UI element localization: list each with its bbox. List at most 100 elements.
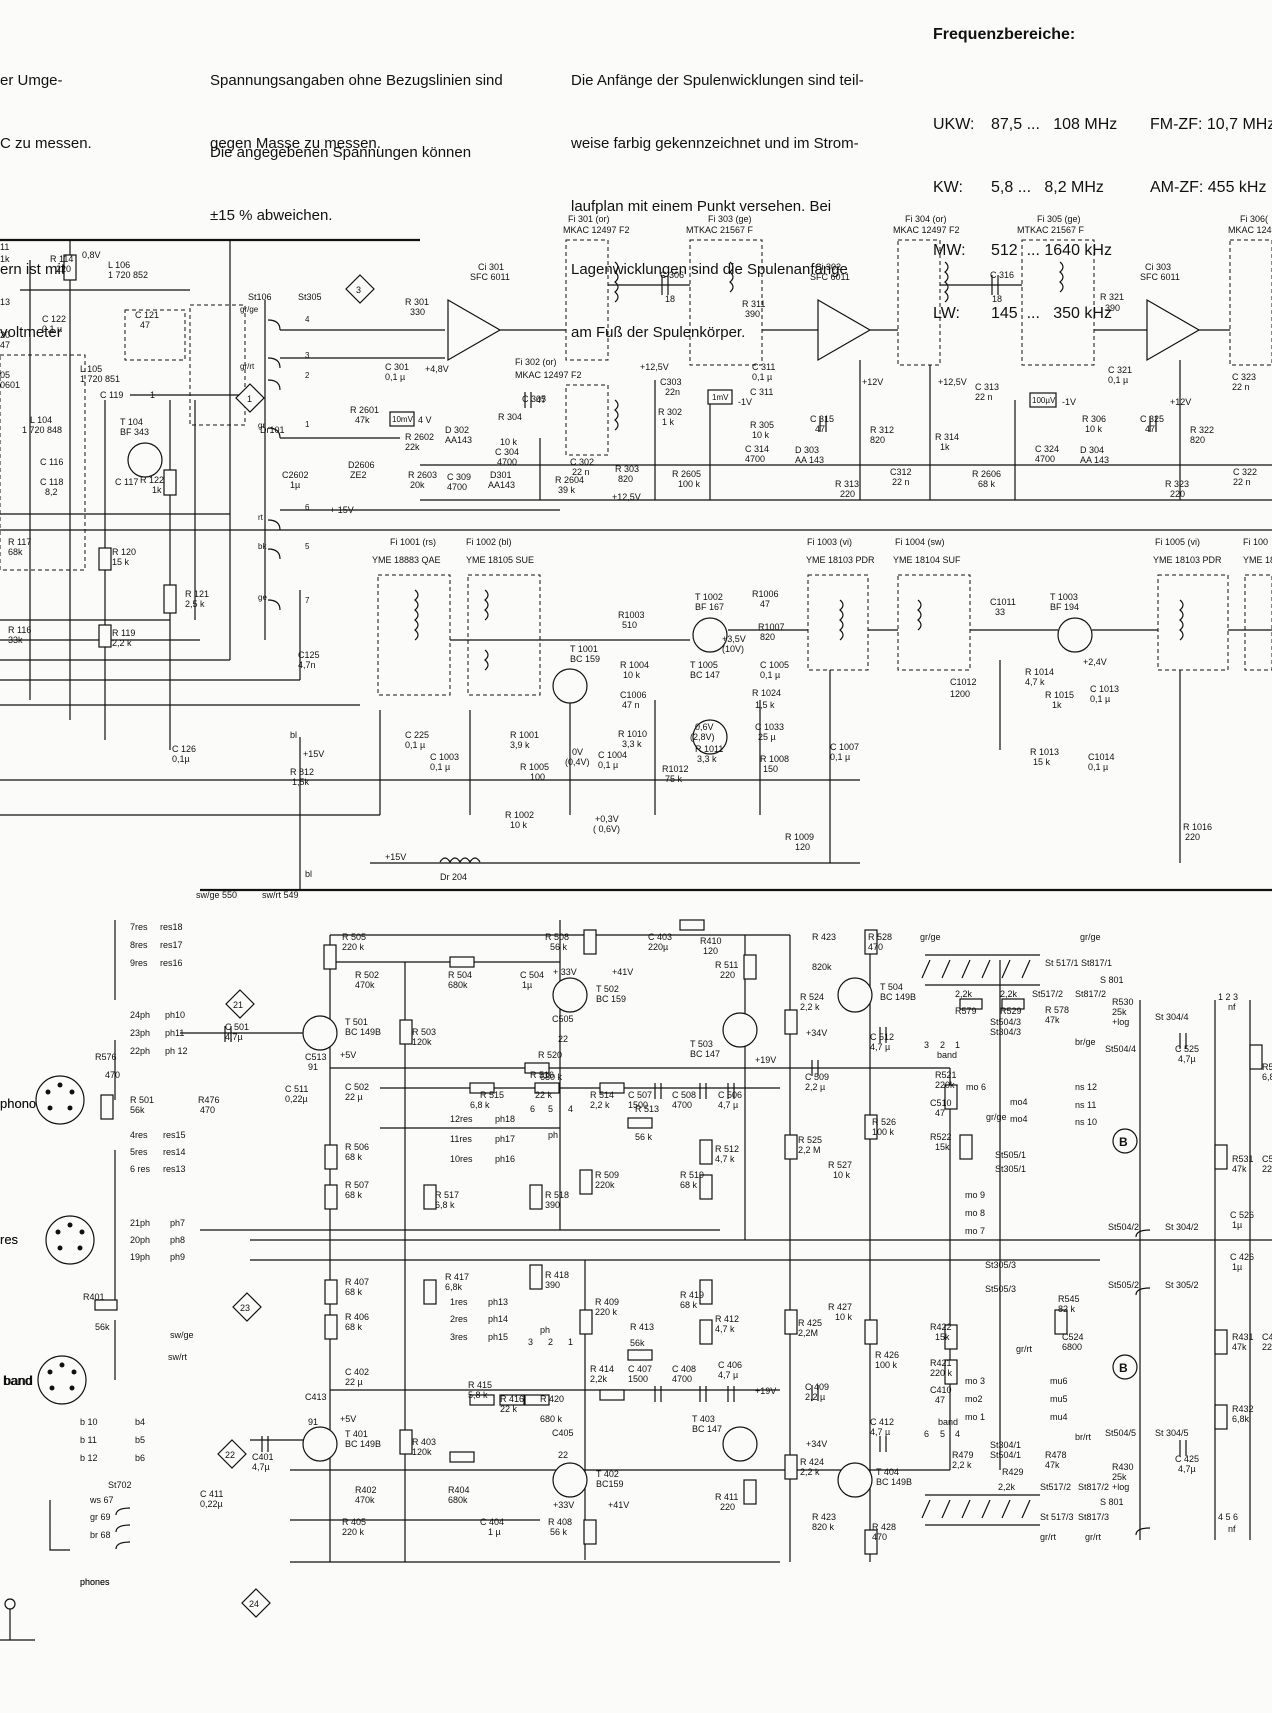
svg-text:BF 343: BF 343 (120, 427, 149, 437)
transistor-t504: T 504 BC 149B (837, 977, 916, 1013)
svg-text:91: 91 (308, 1417, 318, 1427)
svg-text:St 304/4: St 304/4 (1155, 1012, 1189, 1022)
svg-text:05: 05 (0, 370, 10, 380)
frequency-row: LW:145 ... 350 kHz (933, 303, 1117, 324)
svg-text:b5: b5 (135, 1435, 145, 1445)
svg-text:82 k: 82 k (1058, 1304, 1076, 1314)
svg-text:68 k: 68 k (345, 1322, 363, 1332)
filter-fi301: Fi 301 (or) MKAC 12497 F2 (563, 214, 630, 361)
svg-text:1,5k: 1,5k (292, 777, 310, 787)
svg-text:2,2k: 2,2k (955, 989, 973, 999)
coil (839, 599, 844, 641)
meter-100uv (1029, 392, 1057, 408)
svg-text:mo 8: mo 8 (965, 1208, 985, 1218)
marker-label: 3 (356, 285, 361, 295)
tuning-cap-outline (189, 304, 246, 426)
svg-text:R 403: R 403 (412, 1437, 436, 1447)
svg-text:220: 220 (1185, 832, 1200, 842)
svg-text:22k: 22k (405, 442, 420, 452)
svg-text:C1011: C1011 (990, 597, 1016, 607)
svg-text:R 418: R 418 (545, 1270, 569, 1280)
filter-fi305: Fi 305 (ge) MTKAC 21567 F (1017, 214, 1095, 366)
svg-text:St304/3: St304/3 (990, 1027, 1021, 1037)
svg-text:ph: ph (548, 1130, 558, 1140)
svg-text:220 k: 220 k (342, 942, 365, 952)
svg-text:mo 7: mo 7 (965, 1226, 985, 1236)
resistor-r409 (579, 1309, 593, 1335)
transistor-t1003: T 1003 BF 194 (1050, 592, 1093, 653)
svg-text:mo4: mo4 (1010, 1114, 1028, 1124)
svg-text:St504/1: St504/1 (990, 1450, 1021, 1460)
transistor-ref: T 502 (596, 984, 619, 994)
svg-text:R 505: R 505 (342, 932, 366, 942)
resistor-r404 (449, 1451, 475, 1463)
svg-text:R 1013: R 1013 (1030, 747, 1059, 757)
svg-text:AA 143: AA 143 (795, 455, 824, 465)
svg-text:R1012: R1012 (662, 764, 689, 774)
resistor-r406 (324, 1314, 338, 1340)
jack-label: res (0, 1232, 19, 1247)
svg-text:+33V: +33V (553, 1500, 574, 1510)
svg-text:2,2 k: 2,2 k (800, 1002, 820, 1012)
svg-text:band: band (938, 1417, 958, 1427)
svg-text:R 519: R 519 (680, 1170, 704, 1180)
svg-text:2,2 M: 2,2 M (798, 1145, 821, 1155)
ic-ci302: Ci 302 SFC 6011 (810, 262, 872, 362)
svg-text:3: 3 (924, 1040, 929, 1050)
fm-if-value: FM-ZF: 10,7 MHz (1150, 116, 1272, 133)
svg-text:47: 47 (536, 395, 546, 405)
marker-24: 24 (241, 1588, 271, 1618)
transistor-type: BC 147 (690, 1049, 720, 1059)
svg-text:band: band (937, 1050, 957, 1060)
note-line: C zu messen. (0, 135, 92, 152)
svg-text:2,2 µ: 2,2 µ (805, 1082, 825, 1092)
coil (484, 589, 489, 621)
svg-text:gr 69: gr 69 (90, 1512, 111, 1522)
transistor-ref: T 1005 (690, 660, 718, 670)
svg-text:5: 5 (305, 542, 310, 551)
svg-text:+41V: +41V (608, 1500, 629, 1510)
svg-text:R 420: R 420 (540, 1394, 564, 1404)
svg-text:R 121: R 121 (185, 589, 209, 599)
svg-text:R 514: R 514 (590, 1090, 614, 1100)
svg-text:R 2602: R 2602 (405, 432, 434, 442)
svg-text:18: 18 (992, 294, 1002, 304)
svg-text:R402: R402 (355, 1485, 377, 1495)
resistor-r120 (98, 547, 112, 571)
svg-text:( 0,6V): ( 0,6V) (593, 824, 620, 834)
frequency-row: KW:5,8 ... 8,2 MHz (933, 177, 1117, 198)
svg-text:St305: St305 (298, 292, 322, 302)
svg-text:R 520: R 520 (538, 1050, 562, 1060)
svg-text:C 502: C 502 (345, 1082, 369, 1092)
frequency-row: UKW:87,5 ... 108 MHz (933, 114, 1117, 135)
filter-ref: Fi 1001 (rs) (390, 537, 436, 547)
transistor-type: BC 149B (880, 992, 916, 1002)
svg-text:ph13: ph13 (488, 1297, 508, 1307)
svg-text:ph14: ph14 (488, 1314, 508, 1324)
svg-text:St817/3: St817/3 (1078, 1512, 1109, 1522)
svg-text:mo 9: mo 9 (965, 1190, 985, 1200)
svg-text:mo2: mo2 (965, 1394, 983, 1404)
svg-text:47k: 47k (1045, 1015, 1060, 1025)
svg-text:33k: 33k (8, 635, 23, 645)
svg-text:220: 220 (56, 264, 71, 274)
svg-text:C 315: C 315 (810, 414, 834, 424)
svg-text:R 311: R 311 (742, 299, 765, 309)
svg-text:0V: 0V (572, 747, 583, 757)
resistor-r501 (100, 1094, 114, 1120)
svg-text:band: band (4, 1373, 33, 1388)
svg-text:bl: bl (290, 730, 297, 740)
svg-text:68 k: 68 k (345, 1287, 363, 1297)
section-b-badge: B (1112, 1354, 1138, 1380)
svg-text:4: 4 (568, 1104, 573, 1114)
svg-text:0601: 0601 (0, 380, 20, 390)
svg-text:C 526: C 526 (1230, 1210, 1254, 1220)
svg-text:(10V): (10V) (722, 644, 744, 654)
svg-text:R5: R5 (1262, 1062, 1272, 1072)
svg-text:68 k: 68 k (680, 1300, 698, 1310)
svg-text:ns 11: ns 11 (1075, 1100, 1096, 1110)
svg-text:R421: R421 (930, 1358, 952, 1368)
svg-text:470k: 470k (355, 980, 375, 990)
resistor-r503 (399, 1019, 413, 1045)
note-coil-windings: Die Anfänge der Spulenwicklungen sind te… (571, 28, 864, 364)
